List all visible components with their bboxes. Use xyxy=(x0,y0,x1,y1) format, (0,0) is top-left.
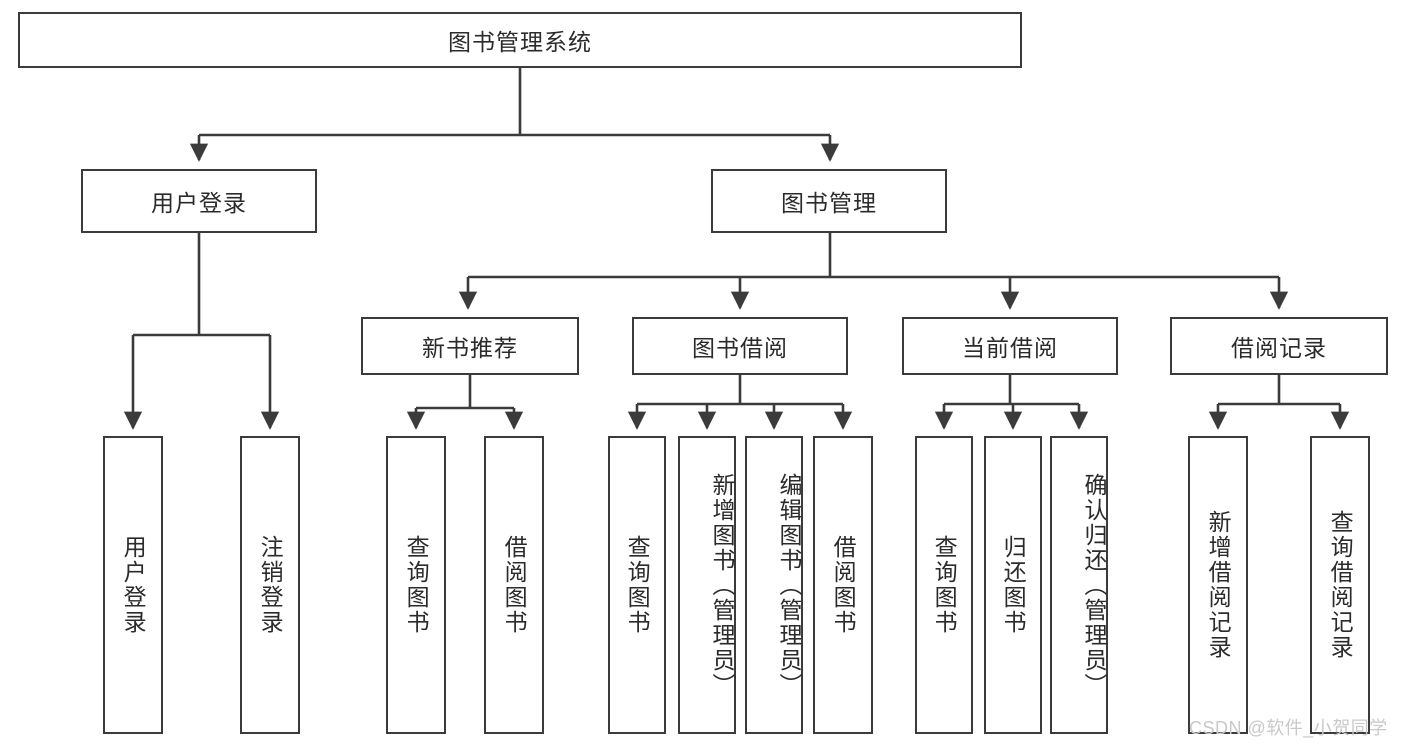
node-book-management[interactable]: 图书管理 xyxy=(711,169,947,233)
leaf-add-borrow-record[interactable]: 新增借阅记录 xyxy=(1188,436,1248,734)
leaf-borrow-book-recommend[interactable]: 借阅图书 xyxy=(484,436,544,734)
leaf-user-login[interactable]: 用户登录 xyxy=(103,436,163,734)
node-new-book-recommend[interactable]: 新书推荐 xyxy=(361,317,579,375)
watermark: CSDN @软件_小贺同学 xyxy=(1189,718,1388,738)
leaf-query-book-borrow[interactable]: 查询图书 xyxy=(608,436,666,734)
leaf-query-book-current[interactable]: 查询图书 xyxy=(915,436,973,734)
leaf-logout[interactable]: 注销登录 xyxy=(240,436,300,734)
leaf-edit-book-admin[interactable]: 编辑图书（管理员） xyxy=(745,436,803,734)
node-book-borrow[interactable]: 图书借阅 xyxy=(632,317,848,375)
leaf-query-book-recommend[interactable]: 查询图书 xyxy=(386,436,446,734)
leaf-return-book[interactable]: 归还图书 xyxy=(984,436,1042,734)
leaf-add-book-admin[interactable]: 新增图书（管理员） xyxy=(678,436,736,734)
node-root[interactable]: 图书管理系统 xyxy=(18,12,1022,68)
leaf-borrow-book[interactable]: 借阅图书 xyxy=(813,436,873,734)
leaf-query-borrow-record[interactable]: 查询借阅记录 xyxy=(1310,436,1370,734)
leaf-confirm-return-admin[interactable]: 确认归还（管理员） xyxy=(1050,436,1108,734)
node-user-login[interactable]: 用户登录 xyxy=(81,169,317,233)
node-current-borrow[interactable]: 当前借阅 xyxy=(902,317,1118,375)
node-borrow-record[interactable]: 借阅记录 xyxy=(1170,317,1388,375)
